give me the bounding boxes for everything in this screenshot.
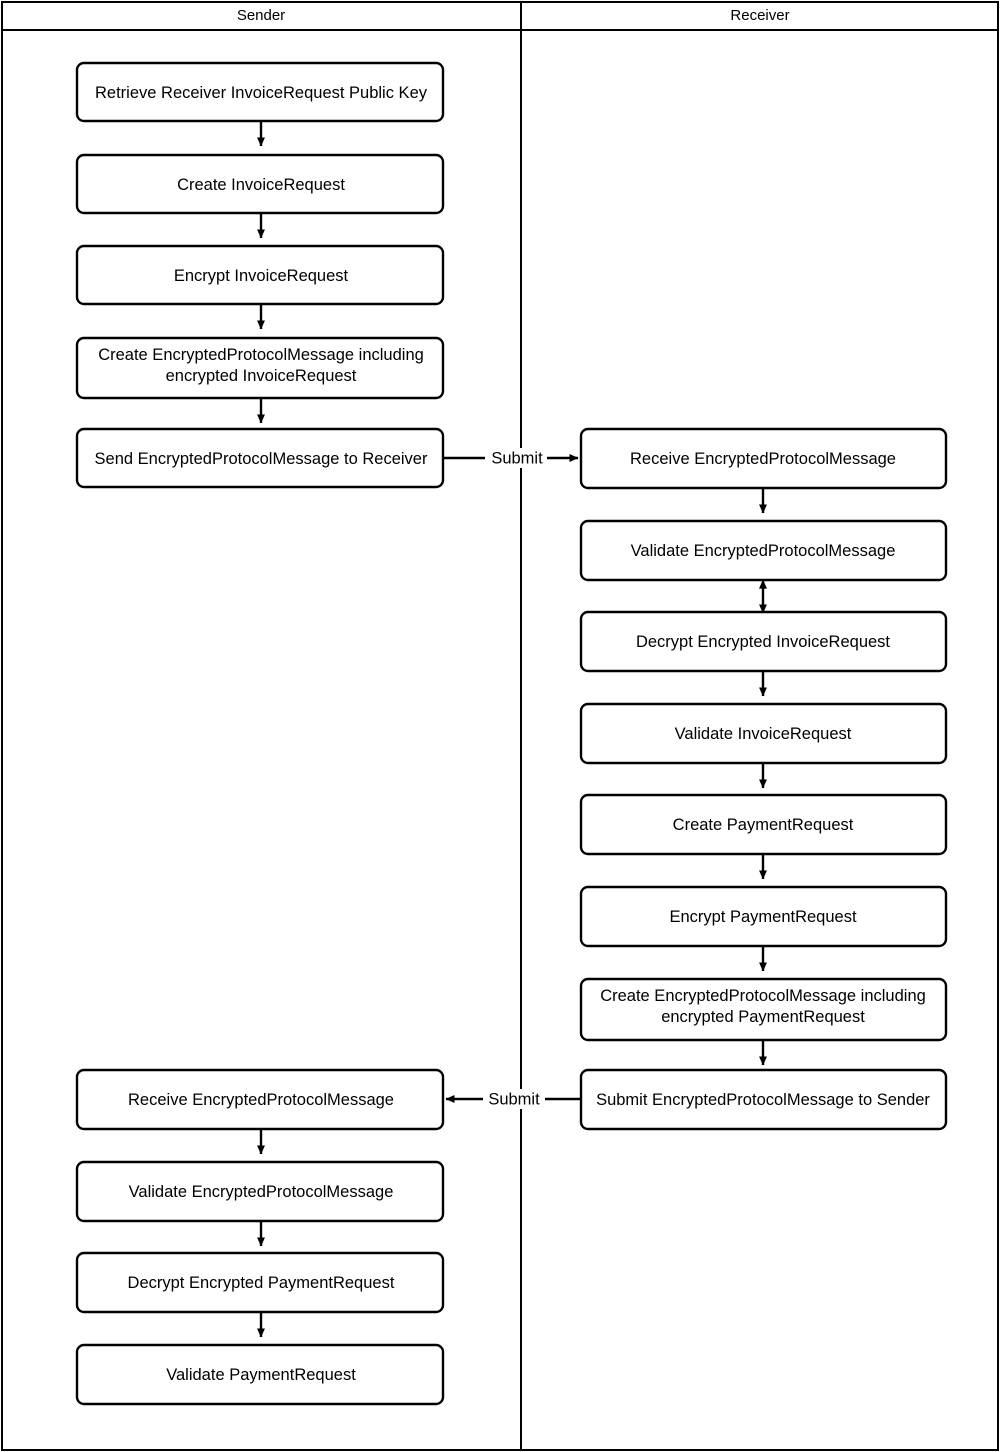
node-label: Validate InvoiceRequest [675,725,852,743]
node-label: Validate EncryptedProtocolMessage [631,542,896,560]
node-encrypt-paymentrequest[interactable]: Encrypt PaymentRequest [579,885,948,948]
node-label: Decrypt Encrypted PaymentRequest [128,1274,395,1292]
node-box[interactable] [579,610,948,673]
node-box[interactable] [75,1251,445,1314]
node-layer: Retrieve Receiver InvoiceRequest Public … [75,61,948,1406]
node-label-line1: Create EncryptedProtocolMessage includin… [600,987,926,1005]
node-create-encryptedprotocolmessage-invoicerequest[interactable]: Create EncryptedProtocolMessage includin… [75,336,445,400]
node-label: Validate PaymentRequest [166,1366,356,1384]
node-create-paymentrequest[interactable]: Create PaymentRequest [579,793,948,856]
node-label-line2: encrypted PaymentRequest [661,1008,865,1026]
node-create-encryptedprotocolmessage-paymentrequest[interactable]: Create EncryptedProtocolMessage includin… [579,977,948,1042]
node-box[interactable] [579,885,948,948]
node-label: Decrypt Encrypted InvoiceRequest [636,633,890,651]
node-validate-encryptedprotocolmessage-receiver[interactable]: Validate EncryptedProtocolMessage [579,519,948,582]
node-box[interactable] [75,336,445,400]
node-validate-encryptedprotocolmessage-sender[interactable]: Validate EncryptedProtocolMessage [75,1160,445,1223]
edge-label-layer: Submit Submit [483,448,547,1109]
node-box[interactable] [75,1343,445,1406]
edge-label-backdrop-submit-forward [485,448,547,468]
node-send-encryptedprotocolmessage-to-receiver[interactable]: Send EncryptedProtocolMessage to Receive… [75,427,445,489]
lane-title-sender: Sender [237,7,285,24]
node-box[interactable] [75,1160,445,1223]
node-box[interactable] [75,244,445,306]
node-box[interactable] [579,427,948,490]
node-box[interactable] [75,1068,445,1131]
node-label: Send EncryptedProtocolMessage to Receive… [95,450,428,468]
edge-label-backdrop-submit-return [483,1089,545,1109]
node-decrypt-encrypted-invoicerequest[interactable]: Decrypt Encrypted InvoiceRequest [579,610,948,673]
node-label: Submit EncryptedProtocolMessage to Sende… [596,1091,930,1109]
node-label: Encrypt InvoiceRequest [174,267,349,285]
node-decrypt-encrypted-paymentrequest[interactable]: Decrypt Encrypted PaymentRequest [75,1251,445,1314]
node-box[interactable] [579,702,948,765]
edge-layer [257,121,767,1338]
node-label: Receive EncryptedProtocolMessage [128,1091,394,1109]
node-receive-encryptedprotocolmessage-sender[interactable]: Receive EncryptedProtocolMessage [75,1068,445,1131]
node-box[interactable] [579,793,948,856]
node-label-line2: encrypted InvoiceRequest [166,367,357,385]
edge-label-submit-forward: Submit [491,449,543,467]
node-label-line1: Create EncryptedProtocolMessage includin… [98,346,424,364]
node-retrieve-receiver-invoicerequest-public-key[interactable]: Retrieve Receiver InvoiceRequest Public … [75,61,445,123]
node-create-invoicerequest[interactable]: Create InvoiceRequest [75,153,445,215]
node-box[interactable] [579,977,948,1042]
node-validate-paymentrequest[interactable]: Validate PaymentRequest [75,1343,445,1406]
node-label: Encrypt PaymentRequest [669,908,857,926]
node-encrypt-invoicerequest[interactable]: Encrypt InvoiceRequest [75,244,445,306]
node-label: Create InvoiceRequest [177,176,345,194]
lane-title-receiver: Receiver [730,7,789,24]
node-box[interactable] [579,1068,948,1131]
node-box[interactable] [75,61,445,123]
node-box[interactable] [75,427,445,489]
node-label: Validate EncryptedProtocolMessage [129,1183,394,1201]
node-label: Receive EncryptedProtocolMessage [630,450,896,468]
node-box[interactable] [75,153,445,215]
node-label: Create PaymentRequest [673,816,854,834]
node-validate-invoicerequest[interactable]: Validate InvoiceRequest [579,702,948,765]
node-receive-encryptedprotocolmessage-receiver[interactable]: Receive EncryptedProtocolMessage [579,427,948,490]
node-label: Retrieve Receiver InvoiceRequest Public … [95,84,428,102]
node-box[interactable] [579,519,948,582]
edge-label-submit-return: Submit [488,1090,540,1108]
node-submit-encryptedprotocolmessage-to-sender[interactable]: Submit EncryptedProtocolMessage to Sende… [579,1068,948,1131]
